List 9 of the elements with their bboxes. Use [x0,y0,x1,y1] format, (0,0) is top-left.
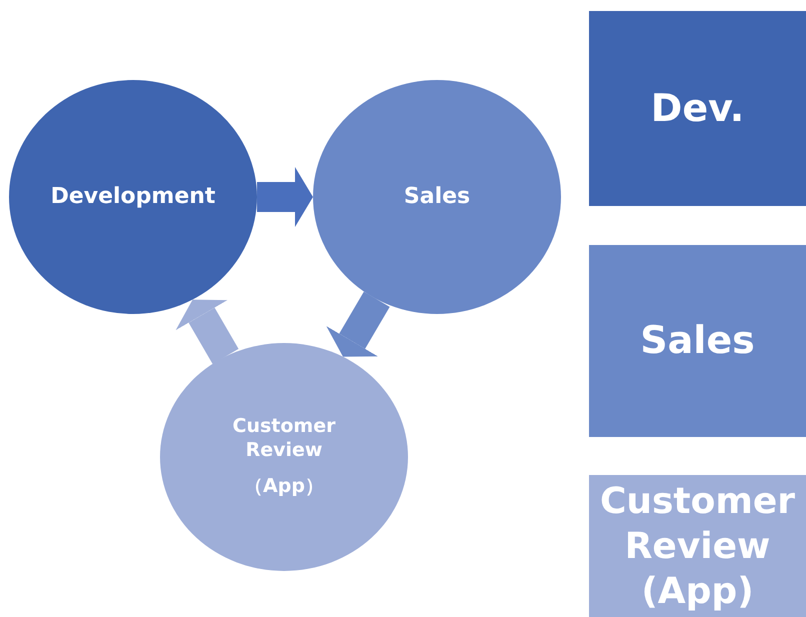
block-arrow [176,300,239,364]
label-box: Customer Review (App) [589,475,806,617]
label-box: Sales [589,245,806,437]
block-arrow [257,167,313,227]
label-box: Dev. [589,11,806,206]
process-circle: Customer Review （App） [160,343,408,571]
process-circle: Development [9,80,257,314]
block-arrow [326,292,390,357]
process-circle: Sales [313,80,561,314]
